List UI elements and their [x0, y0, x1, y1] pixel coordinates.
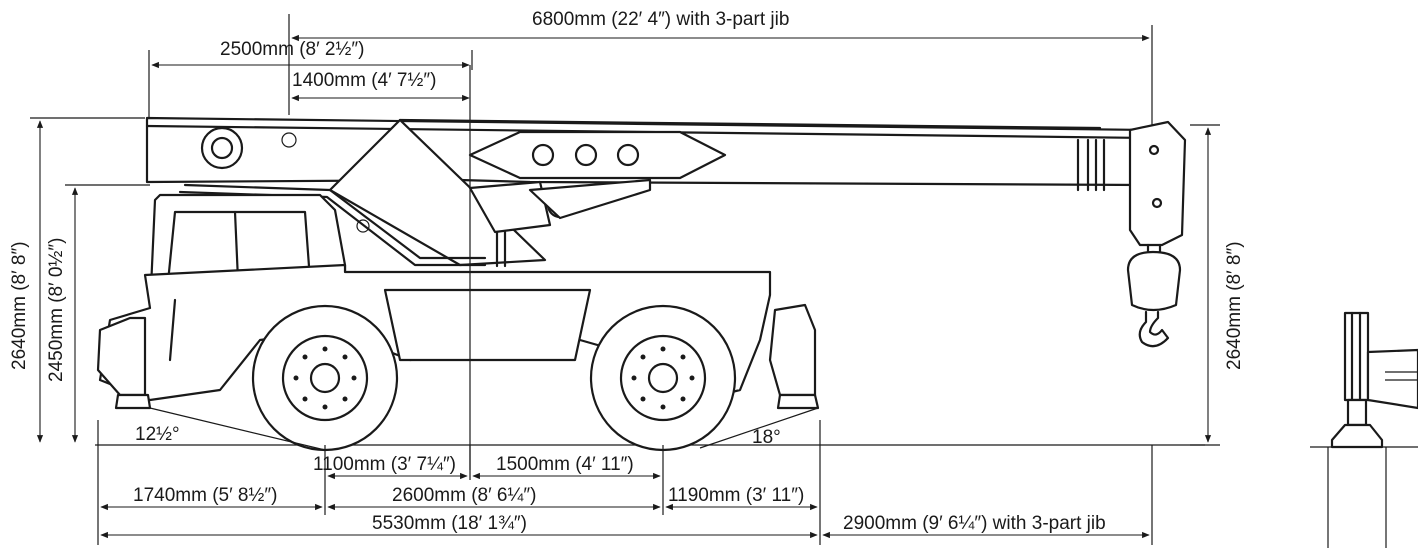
- front-outrigger: [96, 316, 152, 410]
- dim-1190: 1190mm (3′ 11″): [665, 420, 821, 545]
- dim-6800-label: 6800mm (22′ 4″) with 3-part jib: [532, 9, 789, 30]
- dim-2900-label: 2900mm (9′ 6¼″) with 3-part jib: [843, 513, 1106, 534]
- boom-hole: [531, 143, 555, 167]
- dim-1100-1500: 1100mm (3′ 7¼″) 1500mm (4′ 11″): [313, 445, 664, 515]
- dim-1740: 1740mm (5′ 8½″): [97, 420, 323, 545]
- dim-2600: 2600mm (8′ 6¼″): [327, 485, 661, 511]
- dim-2500-label: 2500mm (8′ 2½″): [220, 39, 364, 60]
- dim-2640-left: 2640mm (8′ 8″): [9, 117, 145, 443]
- dim-6800: 6800mm (22′ 4″) with 3-part jib: [288, 9, 1153, 125]
- approach-angle-line: [149, 407, 326, 451]
- dim-1740-label: 1740mm (5′ 8½″): [133, 485, 277, 506]
- boom-pivot-mark: [281, 132, 297, 148]
- side-panel: [383, 288, 592, 362]
- departure-angle-line: [699, 407, 819, 449]
- dim-2600-label: 2600mm (8′ 6¼″): [392, 485, 536, 506]
- boom-support: [178, 118, 652, 268]
- rear-wheel: [589, 304, 737, 452]
- dim-2450-label: 2450mm (8′ 0½″): [46, 238, 67, 382]
- approach-angle-label: 12½°: [135, 424, 180, 445]
- boom-head-hook: [1126, 120, 1187, 348]
- dim-2640-left-label: 2640mm (8′ 8″): [9, 241, 30, 370]
- dim-2500: 2500mm (8′ 2½″): [148, 39, 473, 118]
- partial-end-view: [1310, 311, 1418, 548]
- rear-outrigger: [768, 303, 820, 410]
- dim-2450: 2450mm (8′ 0½″): [46, 184, 150, 443]
- dim-1500-label: 1500mm (4′ 11″): [496, 454, 634, 475]
- dim-2900: 2900mm (9′ 6¼″) with 3-part jib: [822, 445, 1153, 545]
- dim-2640-right-label: 2640mm (8′ 8″): [1224, 241, 1245, 370]
- departure-angle-label: 18°: [752, 427, 781, 448]
- dim-1190-label: 1190mm (3′ 11″): [668, 485, 804, 506]
- crane-illustration: [96, 65, 1187, 470]
- dim-1400-label: 1400mm (4′ 7½″): [292, 70, 436, 91]
- dim-5530-label: 5530mm (18′ 1¾″): [372, 513, 527, 534]
- dim-5530: 5530mm (18′ 1¾″): [100, 513, 818, 539]
- front-wheel: [251, 304, 399, 452]
- boom-hole: [616, 143, 640, 167]
- dim-1100-label: 1100mm (3′ 7¼″): [313, 454, 456, 475]
- dim-2640-right: 2640mm (8′ 8″): [1190, 124, 1245, 446]
- boom-plate: [468, 130, 727, 180]
- dim-1400: 1400mm (4′ 7½″): [291, 70, 470, 102]
- boom-hole: [574, 143, 598, 167]
- hook-block: [1126, 250, 1182, 312]
